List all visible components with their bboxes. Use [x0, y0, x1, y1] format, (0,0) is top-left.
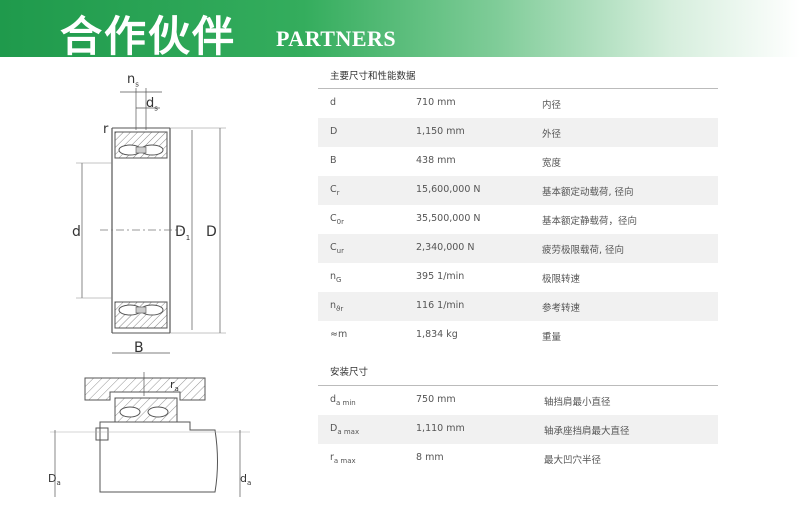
row-description: 内径: [542, 100, 562, 111]
label-ds: ds: [146, 96, 158, 113]
label-ra: ra: [170, 378, 179, 394]
header-title-en: PARTNERS: [276, 26, 397, 51]
table-row: da min 750 mm 轴挡肩最小直径: [318, 386, 718, 415]
row-value: 2,340,000 N: [416, 242, 475, 253]
row-symbol: nϑr: [330, 300, 344, 313]
row-description: 最大凹穴半径: [544, 455, 602, 466]
row-symbol: B: [330, 155, 337, 166]
row-description: 极限转速: [542, 274, 581, 285]
row-symbol: d: [330, 97, 337, 108]
header-title-cn: 合作伙伴: [60, 12, 237, 61]
row-description: 基本额定静载荷，径向: [542, 216, 638, 227]
table-row: d 710 mm 内径: [318, 89, 718, 118]
row-description: 轴承座挡肩最大直径: [544, 426, 630, 437]
header-banner: 合作伙伴 PARTNERS: [0, 0, 800, 61]
row-value: 710 mm: [416, 97, 456, 108]
row-description: 重量: [542, 332, 562, 343]
row-value: 1,834 kg: [416, 329, 458, 340]
table-row: D 1,150 mm 外径: [318, 118, 718, 147]
row-symbol: Cr: [330, 184, 340, 197]
row-symbol: C0r: [330, 213, 344, 226]
table-row: Da max 1,110 mm 轴承座挡肩最大直径: [318, 415, 718, 444]
label-da: da: [240, 472, 252, 488]
row-description: 宽度: [542, 158, 562, 169]
row-value: 395 1/min: [416, 271, 465, 282]
label-r: r: [103, 122, 109, 137]
table-row: ≈m 1,834 kg 重量: [318, 321, 718, 350]
row-description: 外径: [542, 129, 562, 140]
table-row: Cur 2,340,000 N 疲劳极限载荷, 径向: [318, 234, 718, 263]
row-symbol: Da max: [330, 423, 360, 436]
label-d1: D1: [175, 224, 191, 242]
row-value: 1,150 mm: [416, 126, 465, 137]
row-description: 基本额定动载荷, 径向: [542, 187, 634, 198]
row-symbol: Cur: [330, 242, 344, 255]
row-symbol: ≈m: [330, 329, 348, 340]
row-value: 8 mm: [416, 452, 444, 463]
table-row: ra max 8 mm 最大凹穴半径: [318, 444, 718, 473]
row-value: 1,110 mm: [416, 423, 465, 434]
row-description: 参考转速: [542, 303, 581, 314]
row-value: 750 mm: [416, 394, 456, 405]
table-row: C0r 35,500,000 N 基本额定静载荷，径向: [318, 205, 718, 234]
row-value: 15,600,000 N: [416, 184, 481, 195]
table-row: B 438 mm 宽度: [318, 147, 718, 176]
label-ns: ns: [127, 72, 139, 89]
mounting-drawing: [50, 372, 250, 497]
row-description: 疲劳极限载荷, 径向: [542, 245, 625, 256]
row-value: 116 1/min: [416, 300, 465, 311]
label-d: d: [72, 224, 81, 240]
table-row: nG 395 1/min 极限转速: [318, 263, 718, 292]
row-value: 438 mm: [416, 155, 456, 166]
table-row: Cr 15,600,000 N 基本额定动载荷, 径向: [318, 176, 718, 205]
row-symbol: ra max: [330, 452, 356, 465]
mount-section-title: 安装尺寸: [330, 367, 369, 378]
row-symbol: da min: [330, 394, 356, 407]
main-section-divider: [318, 88, 718, 89]
label-Da: Da: [48, 472, 61, 488]
row-symbol: D: [330, 126, 338, 137]
bearing-section-drawing: [76, 88, 226, 354]
row-description: 轴挡肩最小直径: [544, 397, 611, 408]
table-row: nϑr 116 1/min 参考转速: [318, 292, 718, 321]
row-symbol: nG: [330, 271, 342, 284]
label-D: D: [206, 224, 217, 240]
mount-section-divider: [318, 385, 718, 386]
label-B: B: [134, 340, 144, 356]
main-section-title: 主要尺寸和性能数据: [330, 71, 416, 82]
row-value: 35,500,000 N: [416, 213, 481, 224]
